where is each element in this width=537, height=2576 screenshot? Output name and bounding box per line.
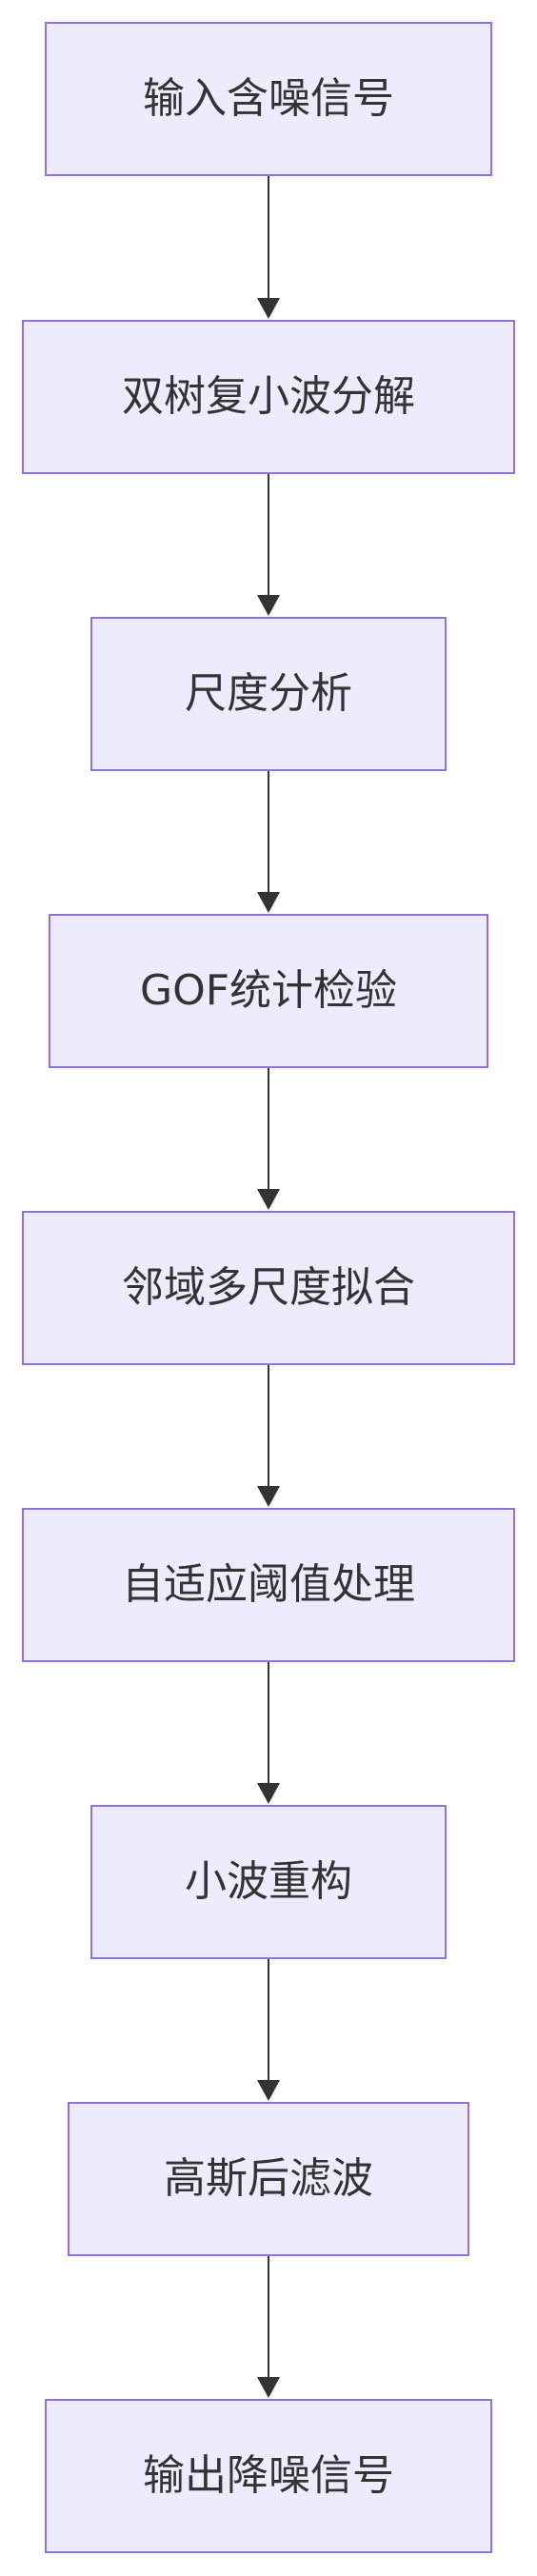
arrow-head-icon	[257, 595, 280, 616]
arrow-head-icon	[257, 1783, 280, 1804]
node-label: 输出降噪信号	[143, 2451, 394, 2500]
node-output-denoised-signal: 输出降噪信号	[45, 2399, 492, 2553]
arrow-head-icon	[257, 298, 280, 319]
edge-line-3	[268, 771, 269, 892]
node-label: 输入含噪信号	[143, 74, 394, 123]
node-label: 小波重构	[185, 1857, 352, 1906]
edge-line-4	[268, 1068, 269, 1189]
node-neighborhood-multiscale-fitting: 邻域多尺度拟合	[22, 1211, 515, 1365]
edge-line-2	[268, 474, 269, 595]
node-input-noisy-signal: 输入含噪信号	[45, 22, 492, 176]
edge-line-1	[268, 176, 269, 298]
node-gaussian-post-filtering: 高斯后滤波	[68, 2102, 469, 2256]
arrow-head-icon	[257, 2080, 280, 2101]
arrow-head-icon	[257, 1486, 280, 1507]
arrow-head-icon	[257, 2377, 280, 2398]
edge-line-5	[268, 1365, 269, 1486]
arrow-head-icon	[257, 1189, 280, 1210]
edge-line-7	[268, 1959, 269, 2080]
node-dual-tree-complex-wavelet-decomposition: 双树复小波分解	[22, 320, 515, 474]
arrow-head-icon	[257, 892, 280, 913]
edge-line-6	[268, 1662, 269, 1783]
node-adaptive-threshold-processing: 自适应阈值处理	[22, 1508, 515, 1662]
node-wavelet-reconstruction: 小波重构	[90, 1805, 447, 1959]
edge-line-8	[268, 2256, 269, 2377]
node-label: 尺度分析	[185, 669, 352, 718]
node-label: 自适应阈值处理	[122, 1560, 415, 1609]
node-label: 高斯后滤波	[164, 2154, 373, 2203]
node-label: 双树复小波分解	[122, 372, 415, 421]
node-scale-analysis: 尺度分析	[90, 617, 447, 771]
node-label: GOF统计检验	[139, 966, 398, 1015]
node-gof-statistical-test: GOF统计检验	[49, 914, 488, 1068]
node-label: 邻域多尺度拟合	[122, 1263, 415, 1312]
